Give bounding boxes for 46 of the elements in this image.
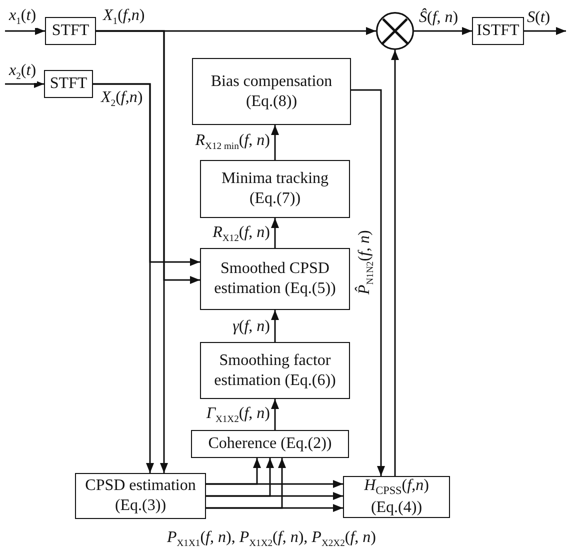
- process-box: [44, 70, 93, 98]
- edge-label: γ(f, n): [232, 318, 271, 336]
- edge-label: S(t): [526, 9, 552, 27]
- arrow: [391, 50, 399, 476]
- process-box: [192, 58, 351, 125]
- node-label: STFT: [52, 21, 90, 41]
- process-box: [200, 342, 350, 399]
- arrow: [524, 27, 566, 35]
- node-label: (Eq.(8)): [246, 92, 298, 112]
- arrow: [414, 27, 472, 35]
- node-label: (Eq.(3)): [114, 496, 166, 516]
- process-box: [343, 476, 450, 518]
- process-box: [200, 160, 350, 218]
- node-label: STFT: [50, 74, 88, 94]
- node-label: Smoothed CPSD estimation (Eq.(5)): [213, 259, 337, 299]
- multiplier-symbol: [376, 12, 414, 50]
- process-box: [191, 430, 349, 458]
- process-box: [200, 248, 350, 310]
- arrow: [5, 27, 45, 35]
- arrow: [93, 83, 154, 473]
- arrow: [206, 480, 343, 488]
- node-label: Coherence (Eq.(2)): [208, 434, 332, 454]
- node-label: Bias compensation: [210, 72, 332, 92]
- node-label: CPSD estimation: [85, 476, 196, 496]
- arrow: [271, 125, 279, 160]
- node-label: ISTFT: [476, 21, 520, 41]
- node-label: Minima tracking: [221, 169, 329, 189]
- process-box: [472, 17, 524, 45]
- arrow: [271, 218, 279, 248]
- signal-label: P$_{X1X1}$(f, n), P$_{X1X2}$(f, n), P$_{X2X2}$(f, n): [166, 529, 377, 550]
- process-box: [45, 17, 96, 45]
- node-label: (Eq.(7)): [249, 189, 301, 209]
- arrow: [351, 89, 385, 476]
- edge-label: x$_{1}$(t): [8, 7, 38, 28]
- arrow: [206, 492, 343, 500]
- arrow: [206, 504, 343, 512]
- edge-label: Ŝ(f, n): [418, 9, 460, 27]
- node-label: H$_{CPSS}$(f,n): [364, 476, 429, 498]
- arrow: [96, 30, 168, 473]
- arrow: [271, 399, 279, 430]
- node-label: Smoothing factor estimation (Eq.(6)): [213, 350, 337, 390]
- arrow: [271, 310, 279, 342]
- node-label: (Eq.(4)): [370, 498, 422, 518]
- edge-label: x$_{2}$(t): [8, 62, 38, 83]
- process-box: [75, 473, 206, 519]
- arrow: [5, 80, 44, 88]
